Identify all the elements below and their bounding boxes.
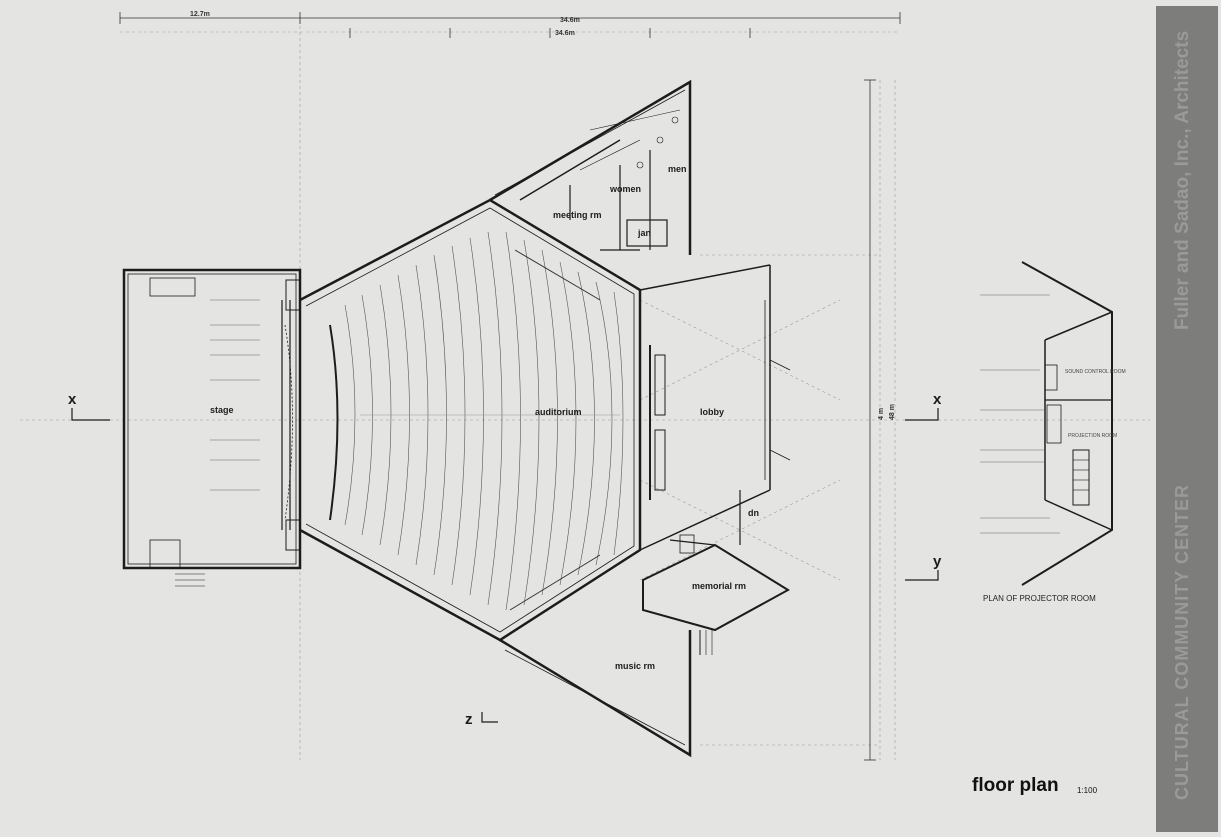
room-label-auditorium: auditorium [535, 407, 582, 417]
sheet-scale: 1:100 [1077, 786, 1098, 795]
stage-block [122, 268, 302, 587]
north-wing [489, 79, 692, 255]
dimension-line-vertical [864, 79, 876, 761]
room-label-sound-control: SOUND CONTROL ROOM [1065, 369, 1126, 375]
dimension-line-top [119, 12, 901, 38]
room-label-dn: dn [748, 508, 759, 518]
title-block [1156, 6, 1218, 832]
room-label-projection: PROJECTION ROOM [1068, 433, 1117, 439]
dim-vertical-2: 48 m [889, 404, 896, 420]
room-label-music: music rm [615, 661, 655, 671]
room-label-women: women [609, 184, 641, 194]
dim-top-left: 12.7m [190, 11, 210, 18]
auditorium-aisles [360, 249, 620, 611]
auditorium-block [284, 198, 642, 642]
projection-room-notes [980, 294, 1060, 534]
projection-room-title: PLAN OF PROJECTOR ROOM [983, 594, 1096, 603]
firm-name: Fuller and Sadao, Inc., Architects [1172, 30, 1193, 330]
room-label-jan: jan [637, 228, 651, 238]
project-name: CULTURAL COMMUNITY CENTER [1172, 484, 1192, 800]
room-label-meeting: meeting rm [553, 210, 602, 220]
axis-label-x-left: x [68, 391, 77, 408]
projection-room-plan [1021, 261, 1113, 586]
room-label-memorial: memorial rm [692, 581, 746, 591]
room-label-stage: stage [210, 405, 234, 415]
dim-top-center-2: 34.6m [555, 30, 575, 37]
south-wing [499, 490, 790, 758]
axis-label-z: z [465, 711, 473, 728]
sheet-title: floor plan [972, 775, 1059, 796]
stage-notes [210, 299, 260, 491]
dim-vertical-1: 4 m [878, 408, 885, 420]
dim-top-center-1: 34.6m [560, 17, 580, 24]
lobby-block [639, 264, 791, 551]
room-label-lobby: lobby [700, 407, 724, 417]
axis-label-y: y [933, 553, 942, 570]
room-label-men: men [668, 164, 687, 174]
section-markers [71, 408, 939, 723]
axis-label-x-right: x [933, 391, 942, 408]
construction-grid [20, 20, 1150, 760]
